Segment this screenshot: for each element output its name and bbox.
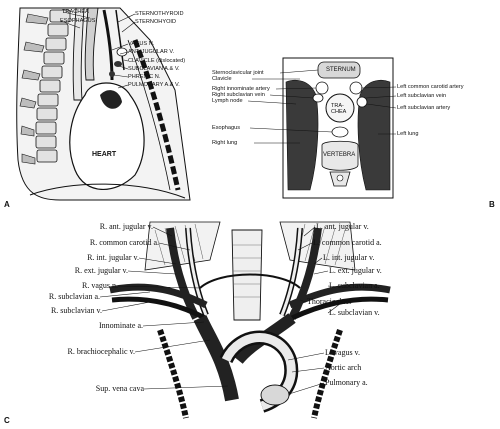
label-sternoclavicular-joint: Sternoclavicular joint — [212, 70, 264, 76]
panel-a-letter: A — [4, 200, 10, 209]
panel-c-letter: C — [4, 416, 10, 425]
label-left-lung: Left lung — [397, 131, 419, 137]
panel-a-drawing — [16, 7, 191, 201]
label-thoracic-duct: Thoracic duct — [307, 297, 352, 306]
vertebral-column — [35, 9, 71, 163]
label-pulmonary: PULMONARY A.& V. — [128, 82, 180, 88]
label-l-subclavian-a: L. subclavian a. — [329, 281, 380, 290]
label-r-ant-jugular: R. ant. jugular v. — [99, 222, 153, 231]
label-right-innominate-artery: Right innominate artery — [212, 86, 270, 92]
label-vagus: VAGUS N. — [128, 41, 155, 47]
panel-b-drawing — [247, 57, 397, 199]
label-aortic-arch: Aortic arch — [325, 363, 362, 372]
label-l-int-jugular: L. int. jugular v. — [323, 253, 375, 262]
label-clavicle: CLAVICLE (dislocated) — [128, 58, 186, 64]
label-l-subclavian-v: L. subclavian v. — [329, 308, 380, 317]
label-clavicle-b: Clavicle — [212, 76, 232, 82]
label-r-vagus: R. vagus n. — [82, 281, 118, 290]
label-sternohyoid: STERNOHYOID — [135, 19, 177, 25]
label-r-common-carotid: R. common carotid a. — [89, 238, 159, 247]
label-right-lung: Right lung — [212, 140, 238, 146]
label-esophagus-b: Esophagus — [212, 125, 240, 131]
label-trachea: TRACHEA — [62, 9, 89, 15]
label-l-ant-jugular: L. ant. jugular v. — [316, 222, 369, 231]
label-r-subclavian-a: R. subclavian a. — [48, 292, 100, 301]
label-l-vagus: L. vagus v. — [325, 348, 361, 357]
label-left-subclavian-artery: Left subclavian artery — [397, 105, 451, 111]
label-r-brachiocephalic-v: R. brachiocephalic v. — [67, 347, 135, 356]
label-l-ext-jugular: L. ext. jugular v. — [329, 266, 382, 275]
label-r-subclavian-v: R. subclavian v. — [50, 306, 102, 315]
label-sup-vena-cava: Sup. vena cava — [95, 384, 144, 393]
label-l-common-carotid: L. common carotid a. — [313, 238, 382, 247]
label-heart: HEART — [92, 151, 117, 158]
label-r-int-jugular: R. int. jugular v. — [87, 253, 139, 262]
label-right-subclavian-vein: Right subclavian vein — [212, 92, 265, 98]
label-left-common-carotid-artery: Left common carotid artery — [397, 84, 464, 90]
label-trachea-b: TRA- CHEA — [331, 103, 347, 115]
label-left-subclavian-vein: Left subclavian vein — [397, 93, 447, 99]
label-r-ext-jugular: R. ext. jugular v. — [74, 266, 128, 275]
label-ant-jugular: ANT. JUGULAR V. — [128, 49, 175, 55]
label-sternothyroid: STERNOTHYROID — [135, 11, 184, 17]
label-esophagus: ESOPHAGUS — [60, 18, 96, 24]
label-pulmonary-a: Pulmonary a. — [325, 378, 368, 387]
label-subclavian: SUBCLAVIAN A.& V. — [128, 66, 180, 72]
label-innominate-a: Innominate a. — [99, 321, 143, 330]
label-sternum: STERNUM — [326, 67, 356, 73]
panel-b-letter: B — [489, 200, 495, 209]
panel-c-drawing — [99, 221, 391, 419]
label-phrenic: PHRENIC N. — [128, 74, 161, 80]
label-vertebra: VERTEBRA — [323, 152, 356, 158]
label-lymph-node: Lymph node — [212, 98, 243, 104]
